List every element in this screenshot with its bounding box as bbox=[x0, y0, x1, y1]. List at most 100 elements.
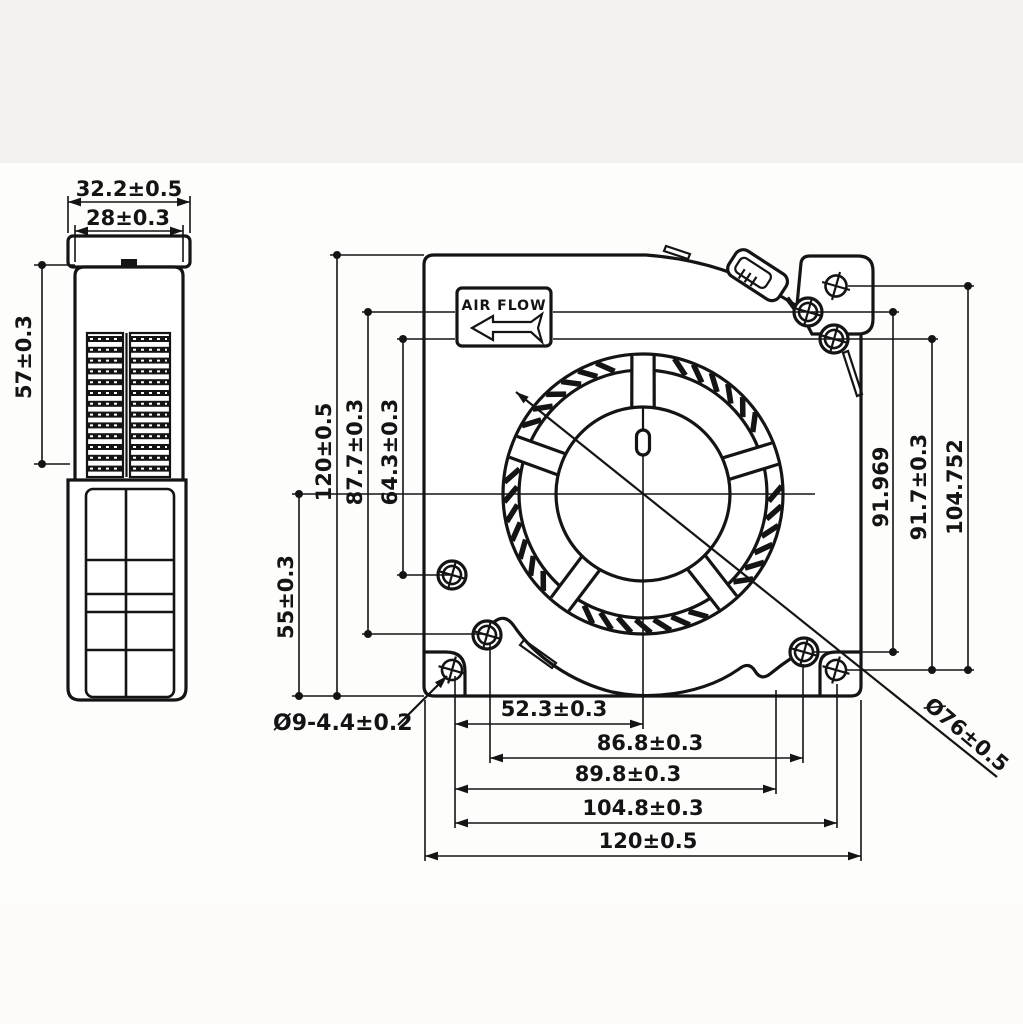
dimension-endpoint-dot bbox=[928, 335, 936, 343]
latch-outer bbox=[726, 248, 790, 303]
impeller-blade-tick bbox=[527, 555, 536, 577]
hole-cross-line bbox=[799, 639, 809, 665]
impeller-blade-tick bbox=[725, 383, 734, 405]
impeller-blade-tick bbox=[744, 559, 765, 571]
hole-cross-line bbox=[830, 271, 842, 301]
impeller-strut-edge bbox=[549, 554, 585, 599]
dimension-endpoint-dot bbox=[964, 666, 972, 674]
vent-slat bbox=[88, 368, 122, 375]
dim-side-vent-height: 57±0.3 bbox=[12, 261, 46, 468]
impeller-blade-tick bbox=[690, 363, 705, 384]
dimension-endpoint-dot bbox=[964, 282, 972, 290]
vent-slats bbox=[88, 336, 169, 472]
volute-spiral-wall bbox=[492, 616, 794, 698]
impeller-blade-tick bbox=[581, 604, 596, 625]
dimension-endpoint-dot bbox=[889, 308, 897, 316]
dimension-arrow bbox=[177, 197, 190, 207]
vent-slit-right-edge bbox=[841, 349, 864, 398]
vent-column-right bbox=[128, 331, 172, 479]
side-cap-notch bbox=[121, 259, 137, 267]
vent-slat bbox=[88, 411, 122, 418]
mount-hole bbox=[821, 326, 847, 352]
hole-cross-line bbox=[447, 562, 457, 588]
impeller-blade-tick bbox=[652, 617, 673, 633]
impeller-blade-tick bbox=[670, 614, 691, 628]
side-vent-grille bbox=[85, 331, 172, 479]
dim-front-center-to-bottom: 55±0.3 bbox=[274, 490, 303, 700]
leader-line-diameter bbox=[515, 391, 998, 778]
mount-hole-note-label: Ø9-4.4±0.2 bbox=[273, 711, 413, 736]
dim-front-center-to-bottom-label: 55±0.3 bbox=[274, 555, 298, 639]
dimension-arrow bbox=[455, 818, 468, 828]
impeller-strut-gap bbox=[551, 555, 601, 611]
hub-notch-slot bbox=[634, 428, 652, 457]
leader-arrowhead bbox=[516, 392, 529, 404]
impeller-blade-tick bbox=[517, 538, 529, 560]
mounting-holes bbox=[438, 271, 851, 684]
dim-bottom-center-to-hole: 52.3±0.3 bbox=[455, 697, 643, 729]
dim-right-span-b-label: 91.7±0.3 bbox=[907, 434, 931, 541]
impeller-blade-tick bbox=[687, 608, 709, 620]
impeller-blade-tick bbox=[760, 523, 780, 539]
latch-rib-2 bbox=[743, 272, 752, 283]
impeller-struts bbox=[508, 355, 779, 612]
vent-slat bbox=[88, 454, 122, 461]
hole-cross-line bbox=[447, 656, 457, 684]
dim-bottom-span-a: 86.8±0.3 bbox=[490, 731, 803, 763]
dimension-endpoint-dot bbox=[333, 251, 341, 259]
dimension-endpoint-dot bbox=[364, 630, 372, 638]
vent-slat bbox=[88, 346, 122, 353]
impeller-blade-tick bbox=[764, 503, 784, 522]
impeller-strut-edge bbox=[727, 462, 779, 482]
dimension-arrow bbox=[75, 226, 88, 236]
hole-cross-line bbox=[829, 326, 839, 352]
dim-front-hole-span-upper-label: 87.7±0.3 bbox=[343, 399, 367, 506]
dim-bottom-span-b-label: 89.8±0.3 bbox=[575, 762, 682, 786]
dim-right-span-a-label: 91.969 bbox=[869, 446, 893, 527]
impeller-blade-tick bbox=[753, 541, 774, 556]
impeller-strut-edge bbox=[516, 434, 568, 456]
dimension-arrow bbox=[848, 851, 861, 861]
vent-slat bbox=[88, 336, 122, 342]
impeller-blade-tick bbox=[750, 411, 759, 433]
dim-front-height-overall-label: 120±0.5 bbox=[312, 403, 336, 502]
latch-rib-3 bbox=[749, 276, 758, 287]
mount-hole bbox=[821, 271, 851, 301]
dim-front-height-overall: 120±0.5 bbox=[312, 251, 341, 700]
impeller-blade-tick bbox=[509, 521, 523, 542]
dimension-arrow bbox=[455, 719, 468, 729]
mount-hole bbox=[438, 656, 466, 684]
dimension-arrow bbox=[170, 226, 183, 236]
vent-slat bbox=[88, 400, 122, 407]
dim-bottom-center-to-hole-label: 52.3±0.3 bbox=[501, 697, 608, 721]
impeller-blade-tick bbox=[521, 417, 542, 429]
dimension-endpoint-dot bbox=[295, 490, 303, 498]
vent-slat bbox=[88, 357, 122, 364]
dimension-arrow bbox=[790, 753, 803, 763]
vent-slat bbox=[88, 422, 122, 429]
dim-side-width-outer: 32.2±0.5 bbox=[67, 177, 191, 233]
dim-bottom-overall-label: 120±0.5 bbox=[599, 829, 698, 853]
dimension-endpoint-dot bbox=[364, 308, 372, 316]
impeller-strut-edge bbox=[703, 553, 739, 597]
impeller-blade-tick bbox=[598, 611, 614, 631]
vent-slat bbox=[88, 433, 122, 440]
impeller-blade-tick bbox=[672, 357, 688, 377]
dimension-arrow bbox=[490, 753, 503, 763]
dimension-endpoint-dot bbox=[399, 335, 407, 343]
mount-hole bbox=[822, 656, 850, 684]
dimension-arrow bbox=[630, 719, 643, 729]
vent-column-left bbox=[85, 331, 125, 479]
hole-cross-line bbox=[803, 299, 813, 325]
dim-bottom-span-c: 104.8±0.3 bbox=[455, 796, 837, 828]
mount-hole bbox=[439, 562, 465, 588]
dim-front-hole-span-upper: 87.7±0.3 bbox=[343, 308, 372, 638]
corner-tab-bottom-left bbox=[424, 650, 467, 696]
dimension-endpoint-dot bbox=[928, 666, 936, 674]
impeller-blade-tick bbox=[595, 360, 616, 374]
paper-top-band bbox=[0, 0, 1023, 163]
dimension-annotations: 32.2±0.528±0.357±0.3120±0.555±0.387.7±0.… bbox=[12, 177, 972, 861]
dimension-arrow bbox=[425, 851, 438, 861]
dimension-arrow bbox=[824, 818, 837, 828]
airflow-arrow-icon bbox=[469, 311, 545, 346]
